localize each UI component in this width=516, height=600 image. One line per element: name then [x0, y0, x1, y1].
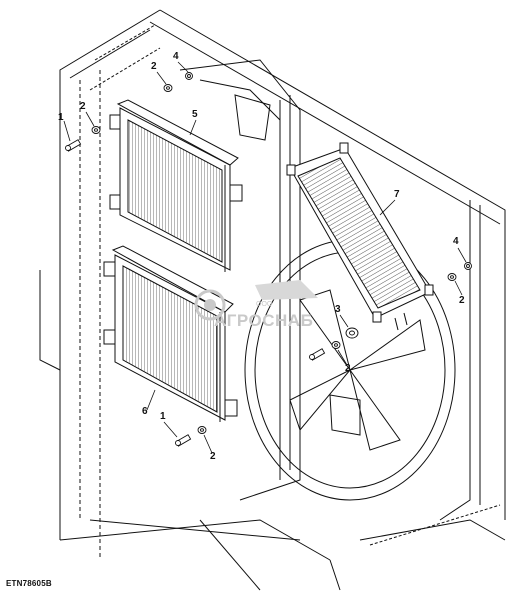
leader-lines: [63, 61, 467, 454]
callout-2: 2: [151, 61, 157, 72]
condenser-lower: [103, 245, 238, 422]
callout-4: 4: [173, 51, 179, 62]
watermark-company-form: ООО: [256, 301, 273, 308]
callout-4: 4: [453, 236, 459, 247]
callout-2: 2: [345, 363, 351, 374]
bolt-1-lower: [175, 434, 192, 447]
callout-2: 2: [210, 451, 216, 462]
bolt-1-upper: [65, 139, 82, 152]
callout-7: 7: [394, 189, 400, 200]
callout-5: 5: [192, 109, 198, 120]
fasteners: [65, 72, 472, 447]
washer-2-upper-left: [91, 126, 101, 134]
washer-2-lower: [197, 426, 207, 434]
callout-1: 1: [58, 112, 64, 123]
bolt-center: [309, 348, 326, 361]
washer-2-center: [331, 341, 341, 349]
nut-4-right: [464, 262, 472, 270]
figure-id-label: ETN78605B: [6, 579, 52, 588]
callout-2: 2: [80, 101, 86, 112]
machine-frame: [39, 9, 506, 591]
oil-cooler: [286, 142, 434, 331]
callout-3: 3: [335, 304, 341, 315]
washer-2-right: [447, 273, 457, 281]
nut-4-top: [185, 72, 193, 80]
watermark-gear-logo: [194, 289, 226, 321]
callout-6: 6: [142, 406, 148, 417]
condenser-upper: [109, 99, 243, 272]
callout-2: 2: [459, 295, 465, 306]
watermark-tractor-silhouette: [255, 280, 318, 300]
isolator-3: [345, 327, 359, 339]
watermark-brand: АГРОСНАБ: [214, 311, 314, 330]
washer-2-top: [163, 84, 173, 92]
callout-1: 1: [160, 411, 166, 422]
